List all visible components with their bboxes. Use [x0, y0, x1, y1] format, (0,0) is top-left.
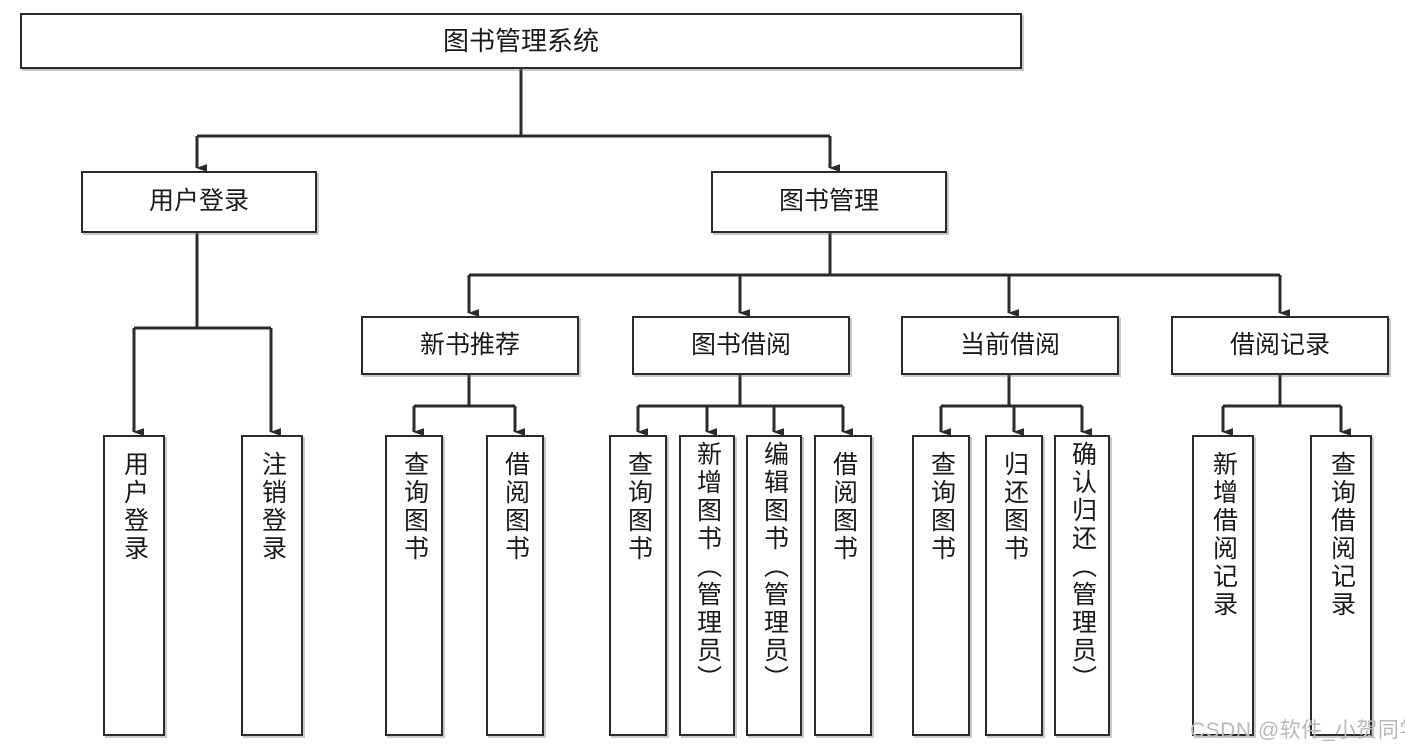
node-leaf-borrow-book-1[interactable]: 借阅图书 — [486, 435, 544, 736]
node-leaf-borrow-book-2[interactable]: 借阅图书 — [814, 435, 872, 736]
node-leaf-query-book-1-label: 查询图书 — [400, 451, 429, 563]
node-book-manage-label: 图书管理 — [778, 187, 879, 216]
node-leaf-logout[interactable]: 注销登录 — [241, 435, 303, 736]
node-leaf-query-record[interactable]: 查询借阅记录 — [1310, 435, 1372, 736]
node-leaf-edit-book[interactable]: 编辑图书（管理员） — [746, 435, 802, 736]
node-leaf-query-book-3-label: 查询图书 — [927, 451, 956, 563]
node-borrow-record[interactable]: 借阅记录 — [1171, 316, 1389, 375]
node-leaf-edit-book-label: 编辑图书（管理员） — [760, 441, 789, 693]
node-leaf-logout-label: 注销登录 — [258, 451, 287, 563]
node-leaf-borrow-book-2-label: 借阅图书 — [829, 451, 858, 563]
node-leaf-add-book-label: 新增图书（管理员） — [693, 441, 722, 693]
node-book-borrow[interactable]: 图书借阅 — [632, 316, 850, 375]
node-leaf-add-book[interactable]: 新增图书（管理员） — [679, 435, 735, 736]
node-new-book-recommend[interactable]: 新书推荐 — [361, 316, 579, 375]
node-user-login-label: 用户登录 — [148, 187, 249, 216]
node-leaf-query-book-2-label: 查询图书 — [624, 451, 653, 563]
node-root-label: 图书管理系统 — [442, 25, 599, 56]
node-leaf-confirm-return-label: 确认归还（管理员） — [1068, 441, 1097, 693]
node-leaf-add-record[interactable]: 新增借阅记录 — [1192, 435, 1254, 736]
node-leaf-user-login[interactable]: 用户登录 — [103, 435, 165, 736]
node-leaf-confirm-return[interactable]: 确认归还（管理员） — [1054, 435, 1110, 736]
node-leaf-query-book-2[interactable]: 查询图书 — [609, 435, 667, 736]
node-borrow-record-label: 借阅记录 — [1229, 330, 1330, 359]
node-leaf-borrow-book-1-label: 借阅图书 — [501, 451, 530, 563]
node-new-book-recommend-label: 新书推荐 — [419, 330, 520, 359]
node-leaf-query-record-label: 查询借阅记录 — [1327, 451, 1356, 619]
node-book-manage[interactable]: 图书管理 — [711, 171, 947, 233]
node-user-login[interactable]: 用户登录 — [81, 171, 317, 233]
node-leaf-query-book-3[interactable]: 查询图书 — [912, 435, 970, 736]
node-current-borrow-label: 当前借阅 — [959, 330, 1060, 359]
node-root[interactable]: 图书管理系统 — [20, 13, 1022, 69]
node-leaf-query-book-1[interactable]: 查询图书 — [385, 435, 443, 736]
node-leaf-return-book[interactable]: 归还图书 — [985, 435, 1043, 736]
node-leaf-return-book-label: 归还图书 — [1000, 451, 1029, 563]
node-book-borrow-label: 图书借阅 — [690, 330, 791, 359]
csdn-watermark: CSDN @软件_小贺同学 — [1190, 719, 1405, 742]
node-current-borrow[interactable]: 当前借阅 — [901, 316, 1119, 375]
node-leaf-user-login-label: 用户登录 — [120, 451, 149, 563]
node-leaf-add-record-label: 新增借阅记录 — [1209, 451, 1238, 619]
